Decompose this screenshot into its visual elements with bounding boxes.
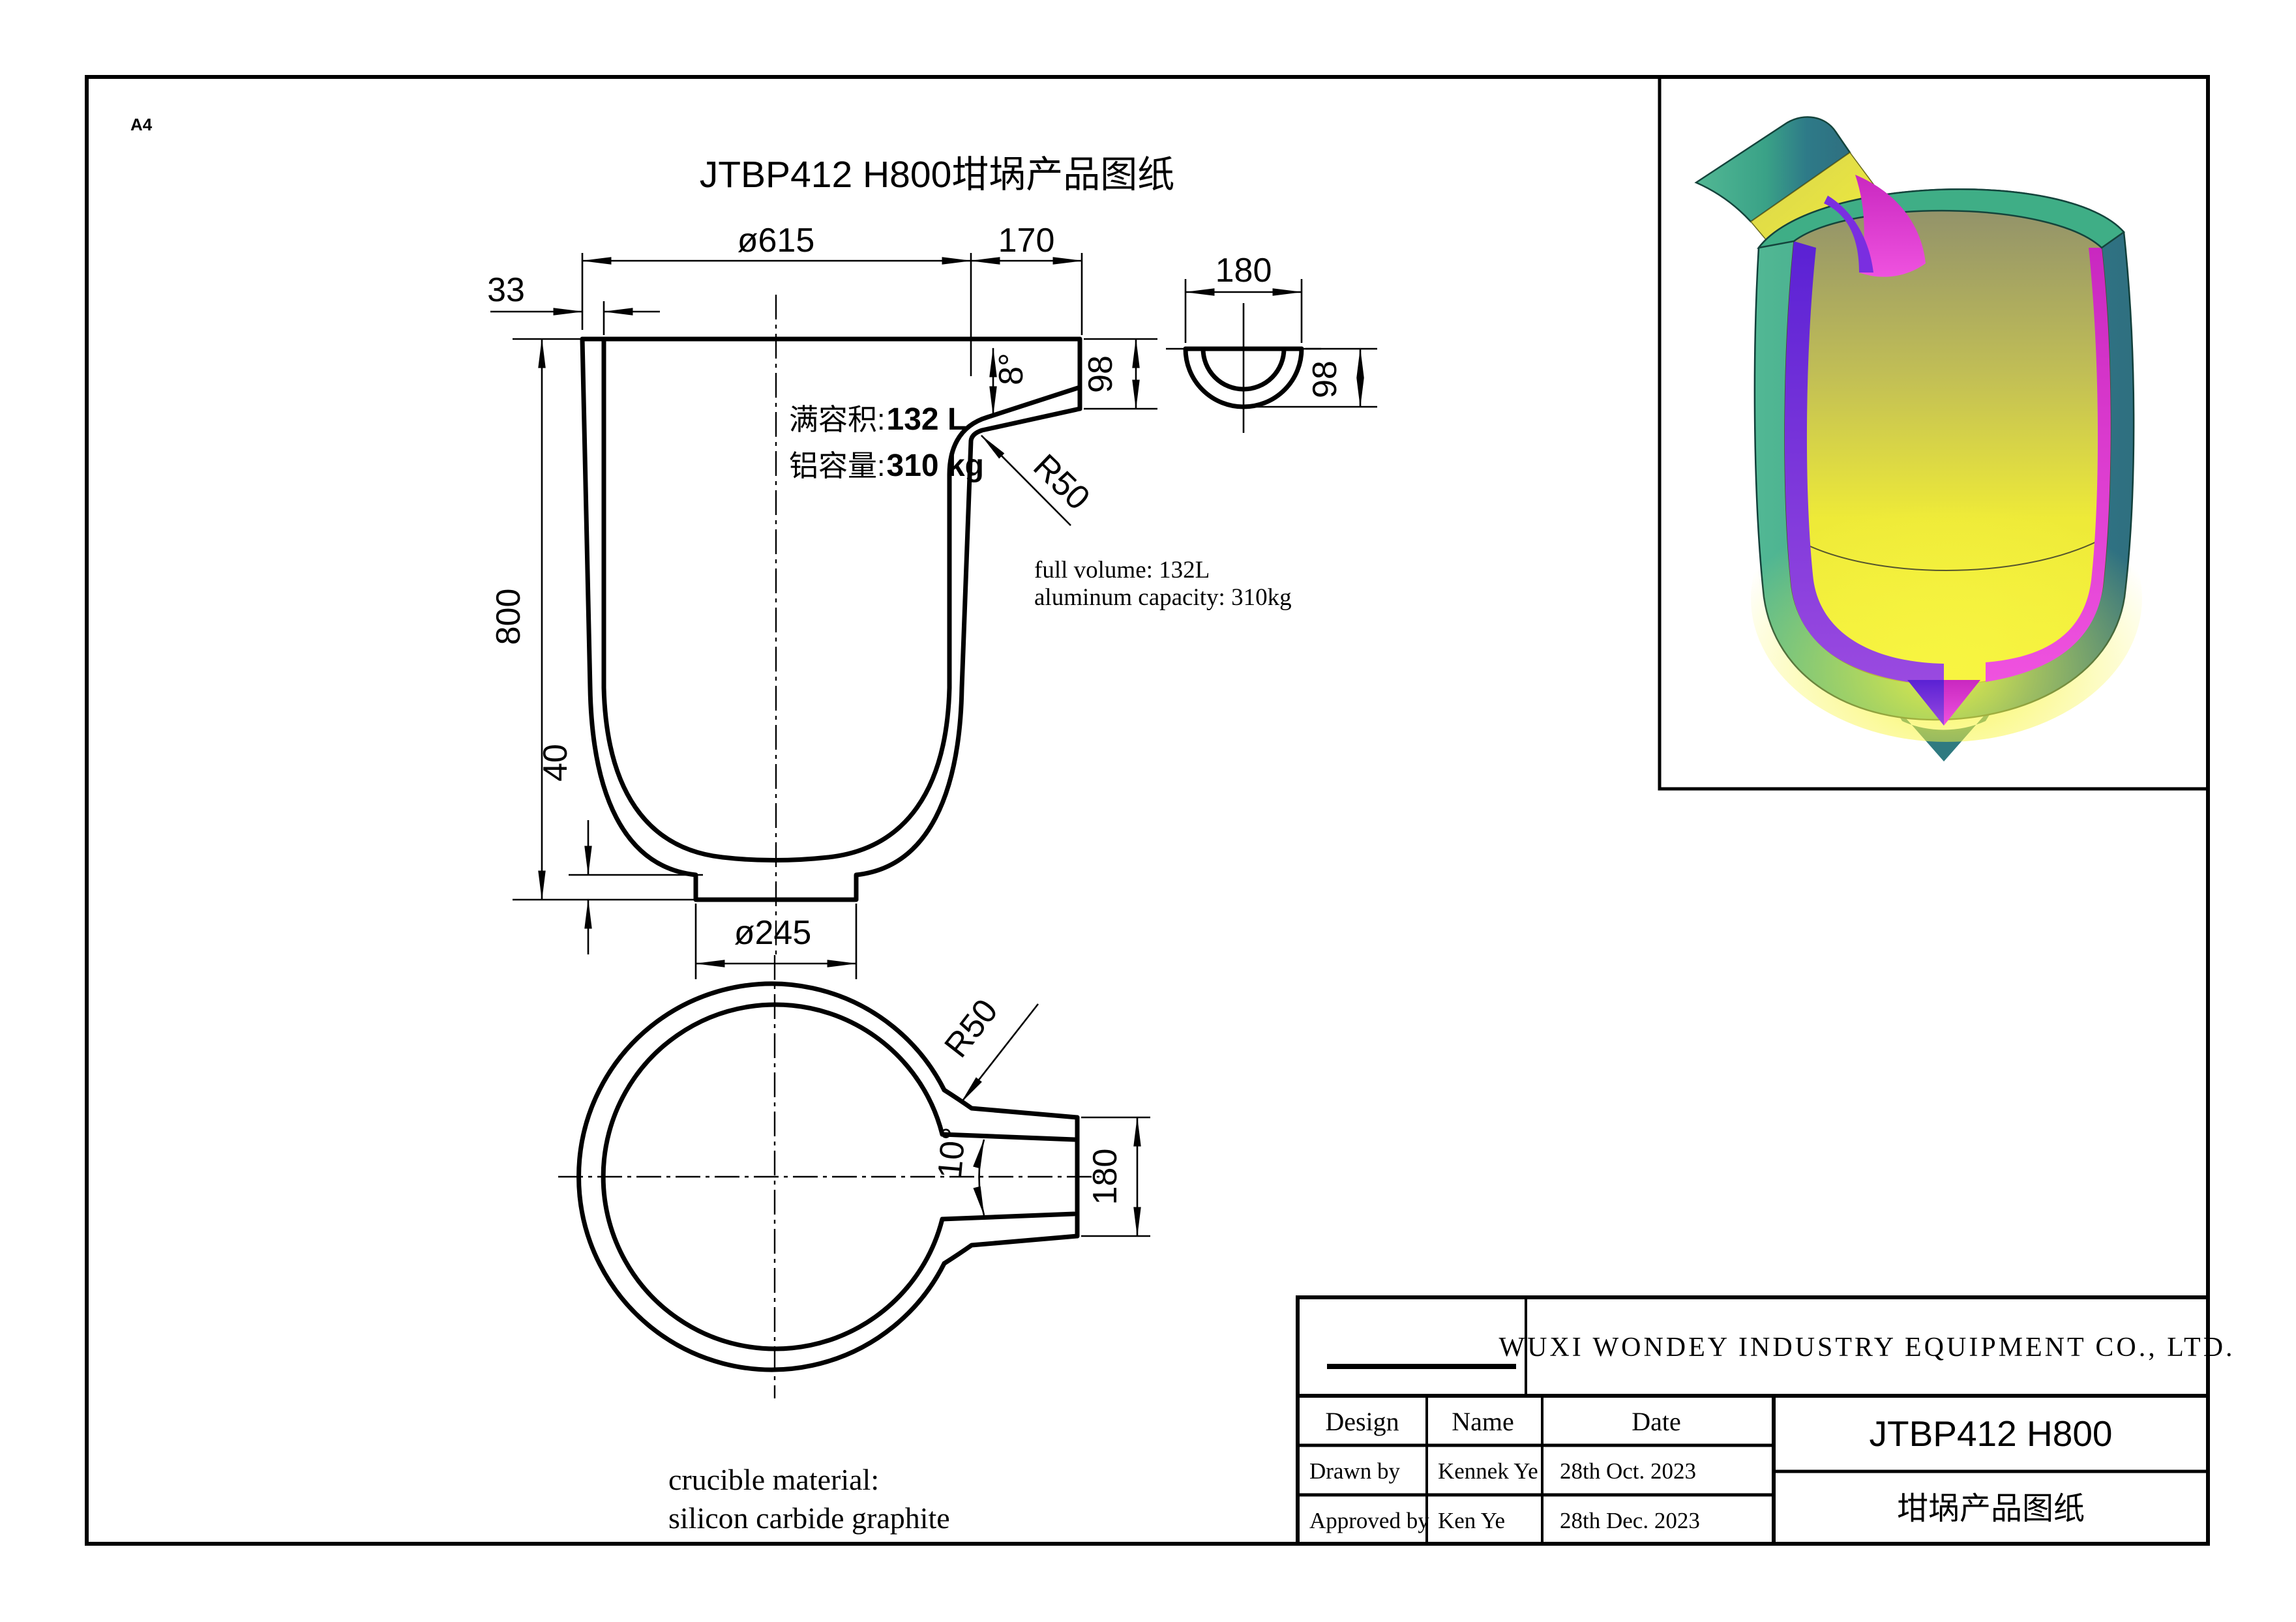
title-block-frame (1296, 1295, 2210, 1546)
company-name: WUXI WONDEY INDUSTRY EQUIPMENT CO., LTD. (1498, 1333, 2235, 1363)
note-aluminum-en: aluminum capacity: 310kg (1034, 584, 1292, 611)
render-notch-right (1944, 680, 1980, 726)
top-spout-inner-upper (940, 1132, 1077, 1142)
material-note-line2: silicon carbide graphite (668, 1501, 950, 1535)
row2-role: Approved by (1309, 1508, 1429, 1533)
top-spout-inner-lower (940, 1211, 1077, 1222)
top-spout-outer-lower (942, 1233, 1080, 1266)
section-view: ø615 170 33 800 40 ø245 98 8° R50 满容积:13… (487, 222, 1292, 979)
render-cut-face-right (1986, 248, 2111, 682)
row1-name: Kennek Ye (1438, 1458, 1538, 1484)
col-name: Name (1452, 1407, 1514, 1436)
spout-section-view: 180 98 (1166, 252, 1377, 433)
dim-spout-angle: 8° (992, 353, 1030, 385)
part-name: 坩埚产品图纸 (1897, 1492, 2085, 1526)
sheet-size-label: A4 (130, 115, 153, 134)
material-note-line1: crucible material: (668, 1463, 879, 1496)
dim-height: 800 (490, 589, 528, 645)
page-border (85, 75, 2210, 1546)
render-spout-crescent-purple (1824, 196, 1873, 273)
render-spout-crescent-magenta (1855, 175, 1926, 277)
dim-top-taper: 10° (931, 1126, 974, 1180)
row1-date: 28th Oct. 2023 (1560, 1458, 1696, 1484)
col-date: Date (1632, 1407, 1681, 1436)
spout-section-outer-arc (1183, 346, 1304, 409)
title-block: WUXI WONDEY INDUSTRY EQUIPMENT CO., LTD.… (1296, 1295, 2235, 1546)
render-interior-glow (1751, 455, 2142, 742)
title-block-cols (1425, 1396, 1543, 1544)
top-view-outer-circle (576, 981, 947, 1372)
render-cut-face-left (1784, 241, 1944, 685)
title-block-rows (1298, 1443, 1774, 1497)
note-volume-en: full volume: 132L (1034, 557, 1210, 583)
render-notch-left (1907, 680, 1944, 726)
part-number: JTBP412 H800 (1870, 1413, 2113, 1454)
dim-dia-top: ø615 (738, 222, 815, 259)
dim-spout-depth: 98 (1082, 355, 1120, 393)
render-3d-box (1658, 75, 2210, 791)
dim-wall: 33 (487, 271, 525, 309)
drawing-title: JTBP412 H800坩埚产品图纸 (700, 154, 1175, 196)
spout-section-inner-arc (1200, 346, 1287, 392)
dim-spout-sec-depth: 98 (1306, 361, 1344, 398)
row1-role: Drawn by (1309, 1458, 1400, 1484)
render-bottom-tip (1888, 698, 2000, 761)
dim-top-spout-width: 180 (1086, 1149, 1124, 1205)
top-view: R50 10° 180 (558, 955, 1150, 1398)
row2-name: Ken Ye (1438, 1508, 1505, 1533)
note-aluminum-cn: 铝容量:310 kg (789, 449, 984, 483)
note-capacity-cn: 满容积:132 L (789, 402, 966, 437)
top-view-inner-circle (601, 1002, 945, 1351)
dim-spout-len: 170 (998, 222, 1055, 259)
dim-spout-width: 180 (1215, 252, 1272, 289)
material-note: crucible material: silicon carbide graph… (668, 1463, 950, 1535)
dim-dia-foot: ø245 (734, 914, 812, 952)
dim-top-fillet-r50: R50 (937, 992, 1005, 1065)
col-design: Design (1325, 1407, 1399, 1436)
dim-fillet-r50: R50 (1026, 447, 1097, 518)
render-3d-crucible (1694, 116, 2142, 761)
top-spout-outer-upper (942, 1087, 1080, 1120)
dim-foot-fillet: 40 (537, 744, 574, 782)
render-frame (1658, 75, 2210, 791)
row2-date: 28th Dec. 2023 (1560, 1508, 1700, 1533)
render-bottom-arc (1798, 540, 2098, 571)
